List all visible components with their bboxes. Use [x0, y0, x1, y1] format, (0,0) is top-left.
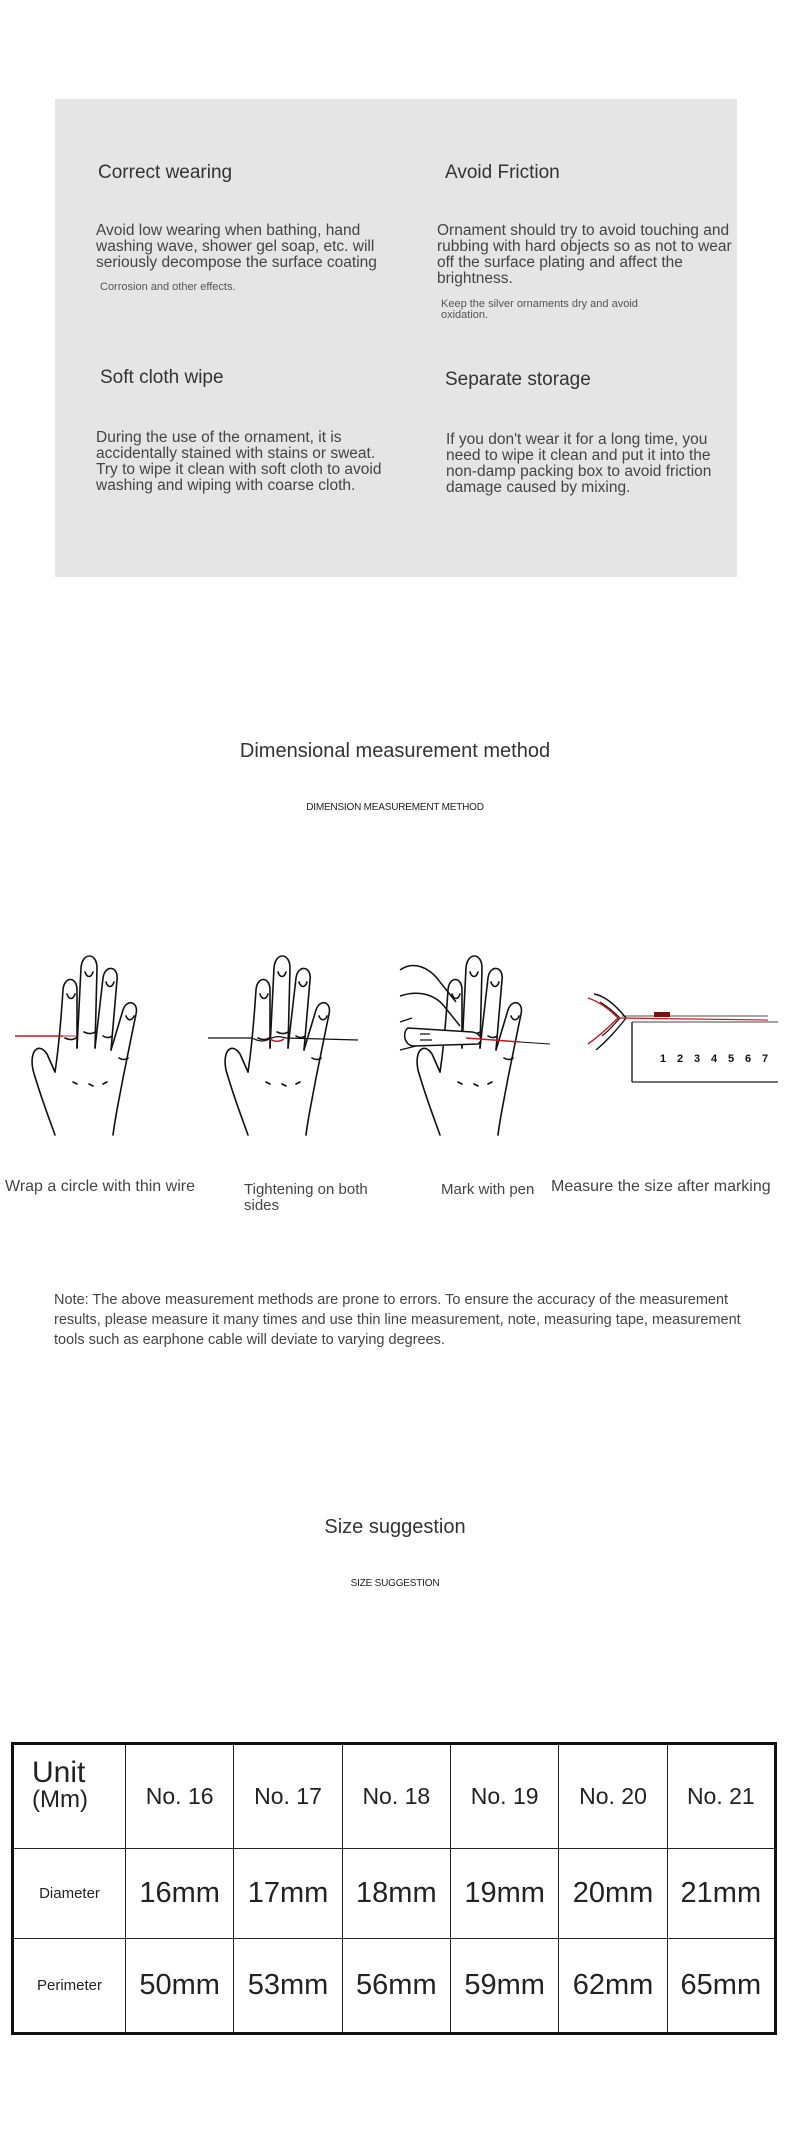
ruler-number: 4 [711, 1053, 718, 1065]
measurement-note: Note: The above measurement methods are … [54, 1292, 741, 1348]
avoid-friction-body: Ornament should try to avoid touching an… [437, 222, 732, 287]
soft-cloth-body: During the use of the ornament, it is ac… [96, 429, 382, 494]
hand-step-3 [399, 955, 551, 1136]
ruler-number: 1 [660, 1053, 666, 1065]
perimeter-label: Perimeter [12, 1938, 126, 2034]
diameter-value: 19mm [449, 1848, 560, 1939]
diameter-value: 21mm [666, 1848, 777, 1939]
perimeter-value: 50mm [124, 1938, 235, 2034]
step-label-2: Tightening on both sides [244, 1181, 368, 1214]
hand-step-2 [208, 955, 359, 1136]
correct-wearing-body: Avoid low wearing when bathing, hand was… [96, 222, 377, 271]
separate-storage-title: Separate storage [445, 369, 591, 390]
perimeter-value: 59mm [449, 1938, 560, 2034]
diameter-value: 16mm [124, 1848, 235, 1939]
diameter-value: 20mm [558, 1848, 668, 1939]
care-panel: Correct wearing Avoid low wearing when b… [55, 99, 737, 577]
size-column-header: No. 18 [341, 1743, 451, 1849]
ruler-number: 7 [762, 1053, 768, 1065]
size-title: Size suggestion [324, 1516, 466, 1538]
ruler-number: 5 [728, 1053, 734, 1065]
step-label-4: Measure the size after marking [551, 1178, 771, 1195]
separate-storage-body: If you don't wear it for a long time, yo… [446, 431, 712, 496]
size-column-header: No. 19 [449, 1743, 560, 1849]
correct-wearing-note: Corrosion and other effects. [100, 281, 236, 293]
size-table: Unit (Mm) No. 16 No. 17 No. 18 No. 19 No… [11, 1742, 777, 2035]
ruler-numbers: 1 2 3 4 5 6 7 [660, 1053, 768, 1065]
table-row: Diameter 16mm 17mm 18mm 19mm 20mm 21mm [12, 1848, 777, 1939]
measurement-illustration: 1 2 3 4 5 6 7 [15, 955, 778, 1136]
size-subtitle: SIZE SUGGESTION [350, 1578, 440, 1589]
perimeter-value: 53mm [233, 1938, 343, 2034]
size-column-header: No. 16 [124, 1743, 235, 1849]
table-row: Perimeter 50mm 53mm 56mm 59mm 62mm 65mm [12, 1938, 777, 2034]
measurement-title: Dimensional measurement method [239, 740, 551, 762]
soft-cloth-title: Soft cloth wipe [100, 367, 224, 388]
unit-sub-label: (Mm) [32, 1786, 88, 1813]
size-column-header: No. 20 [558, 1743, 668, 1849]
unit-cell: Unit (Mm) [12, 1743, 126, 1849]
step-label-1: Wrap a circle with thin wire [5, 1178, 195, 1195]
size-column-header: No. 17 [233, 1743, 343, 1849]
diameter-value: 18mm [341, 1848, 451, 1939]
ruler-number: 6 [745, 1053, 751, 1065]
avoid-friction-title: Avoid Friction [445, 162, 560, 183]
ruler-number: 2 [677, 1053, 683, 1065]
perimeter-value: 62mm [558, 1938, 668, 2034]
ruler-number: 3 [694, 1053, 700, 1065]
unit-label: Unit [32, 1756, 86, 1789]
diameter-value: 17mm [233, 1848, 343, 1939]
perimeter-value: 56mm [341, 1938, 451, 2034]
correct-wearing-title: Correct wearing [98, 162, 233, 183]
step-label-3: Mark with pen [441, 1181, 535, 1198]
diameter-label: Diameter [12, 1848, 126, 1939]
hand-step-1 [15, 955, 138, 1136]
avoid-friction-note: Keep the silver ornaments dry and avoid … [441, 298, 638, 321]
ruler-measure [587, 993, 778, 1083]
table-header-row: Unit (Mm) No. 16 No. 17 No. 18 No. 19 No… [12, 1743, 777, 1849]
size-column-header: No. 21 [666, 1743, 777, 1849]
measurement-subtitle: DIMENSION MEASUREMENT METHOD [306, 802, 484, 813]
perimeter-value: 65mm [666, 1938, 777, 2034]
